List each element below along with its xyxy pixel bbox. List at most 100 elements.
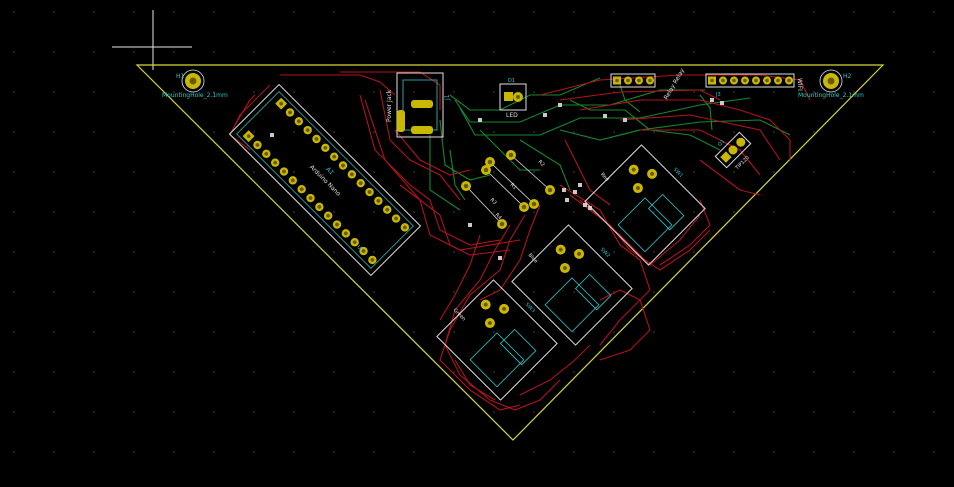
grid-dot xyxy=(53,291,55,293)
grid-dot xyxy=(733,331,735,333)
grid-dot xyxy=(373,451,375,453)
grid-dot xyxy=(773,51,775,53)
grid-dot xyxy=(93,331,95,333)
grid-dot xyxy=(173,451,175,453)
pad-hole xyxy=(358,181,363,186)
wifi-header-footprint[interactable]: WIFI J3 xyxy=(705,73,803,98)
pad-hole xyxy=(367,190,372,194)
grid-dot xyxy=(413,11,415,13)
mounting-hole-h1[interactable]: H1 MountingHole_2.1mm xyxy=(162,69,228,99)
r4-ref-label: R4 xyxy=(494,212,503,221)
via xyxy=(603,114,607,118)
grid-dot xyxy=(53,251,55,253)
mounting-hole-h2[interactable]: H2 MountingHole_2.1mm xyxy=(798,69,864,99)
grid-dot xyxy=(853,51,855,53)
grid-dot xyxy=(333,331,335,333)
grid-dot xyxy=(413,331,415,333)
grid-dot xyxy=(213,411,215,413)
via xyxy=(710,98,714,102)
grid-dot xyxy=(173,131,175,133)
grid-dot xyxy=(253,291,255,293)
grid-dot xyxy=(893,251,895,253)
grid-dot xyxy=(213,91,215,93)
grid-dot xyxy=(213,131,215,133)
grid-dot xyxy=(493,11,495,13)
grid-dot xyxy=(453,91,455,93)
grid-dot xyxy=(333,411,335,413)
pad-hole xyxy=(264,151,269,156)
grid-dot xyxy=(533,371,535,373)
grid-dot xyxy=(453,291,455,293)
grid-dot xyxy=(93,411,95,413)
led-d1-footprint[interactable]: D1 LED xyxy=(499,78,527,119)
grid-dot xyxy=(133,11,135,13)
grid-dot xyxy=(253,51,255,53)
via xyxy=(720,101,724,105)
d1-ref-label: D1 xyxy=(508,78,515,84)
q1-ref-label: Q1 xyxy=(717,139,726,148)
pad-hole xyxy=(255,143,260,147)
grid-dot xyxy=(813,91,815,93)
grid-dot xyxy=(93,291,95,293)
grid-dot xyxy=(413,451,415,453)
grid-dot xyxy=(133,291,135,293)
pad-hole xyxy=(290,178,295,183)
grid-dot xyxy=(733,131,735,133)
grid-dot xyxy=(613,331,615,333)
pad-hole xyxy=(246,134,251,139)
grid-dot xyxy=(133,211,135,213)
grid-dot xyxy=(13,131,15,133)
via xyxy=(543,113,547,117)
pad-hole xyxy=(547,187,553,193)
grid-dot xyxy=(493,371,495,373)
grid-dot xyxy=(613,371,615,373)
front-copper-traces xyxy=(229,71,811,411)
grid-dot xyxy=(13,211,15,213)
grid-dot xyxy=(773,171,775,173)
grid-dot xyxy=(773,131,775,133)
grid-dot xyxy=(493,171,495,173)
grid-dot xyxy=(293,331,295,333)
grid-dot xyxy=(893,91,895,93)
grid-dot xyxy=(213,451,215,453)
pad-hole xyxy=(352,240,357,245)
grid-dot xyxy=(493,51,495,53)
grid-dot xyxy=(293,131,295,133)
power-jack-footprint[interactable]: Power Jack J1 xyxy=(386,72,451,138)
pad-hole xyxy=(787,78,791,83)
switch-sw1-footprint[interactable]: SW1 Red xyxy=(579,133,711,266)
grid-dot xyxy=(573,451,575,453)
via xyxy=(562,188,566,192)
grid-dot xyxy=(213,371,215,373)
pad-hole xyxy=(288,110,292,115)
grid-dot xyxy=(813,211,815,213)
grid-dot xyxy=(733,171,735,173)
grid-dot xyxy=(813,411,815,413)
grid-dot xyxy=(853,411,855,413)
resistor-outline xyxy=(510,154,551,191)
grid-dot xyxy=(333,371,335,373)
grid-dot xyxy=(93,91,95,93)
grid-dot xyxy=(533,211,535,213)
grid-dot xyxy=(653,331,655,333)
grid-dot xyxy=(133,131,135,133)
resistor-outline xyxy=(485,169,525,208)
grid-dot xyxy=(333,211,335,213)
r3-ref-label: R3 xyxy=(489,197,498,206)
grid-dot xyxy=(373,131,375,133)
pad-hole xyxy=(308,196,313,200)
board-outline[interactable] xyxy=(135,64,885,441)
grid-dot xyxy=(933,171,935,173)
grid-dot xyxy=(733,11,735,13)
resistor-block[interactable]: R1 R2 R3 R4 xyxy=(461,150,555,229)
grid-dot xyxy=(213,11,215,13)
pad-hole xyxy=(273,160,278,165)
grid-dot xyxy=(253,251,255,253)
grid-dot xyxy=(333,251,335,253)
grid-dot xyxy=(93,171,95,173)
grid-dot xyxy=(733,211,735,213)
grid-dot xyxy=(53,451,55,453)
grid-dot xyxy=(373,371,375,373)
grid-dot xyxy=(173,51,175,53)
